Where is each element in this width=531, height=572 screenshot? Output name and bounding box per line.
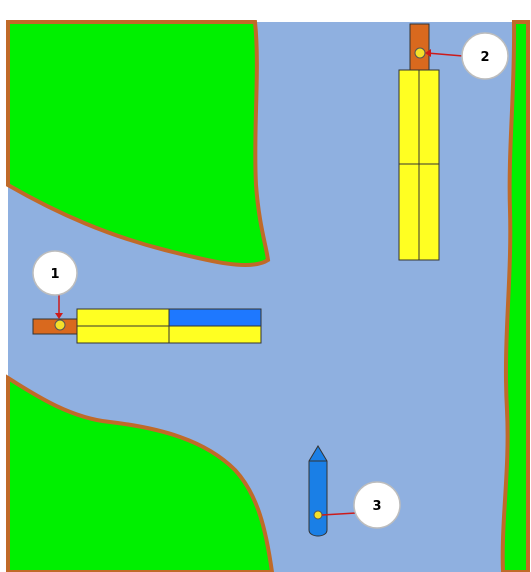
boat-small [309, 446, 327, 536]
callout-label: 2 [480, 50, 489, 65]
barge-blue-half [169, 309, 261, 326]
tow-marker [55, 320, 65, 330]
boat-marker [314, 511, 322, 519]
boat-hull [309, 446, 327, 536]
tug-body [410, 24, 429, 70]
callout-label: 1 [50, 267, 59, 282]
callout-label: 3 [372, 499, 381, 514]
tow-marker [415, 48, 425, 58]
barge-yellow-half [169, 326, 261, 343]
